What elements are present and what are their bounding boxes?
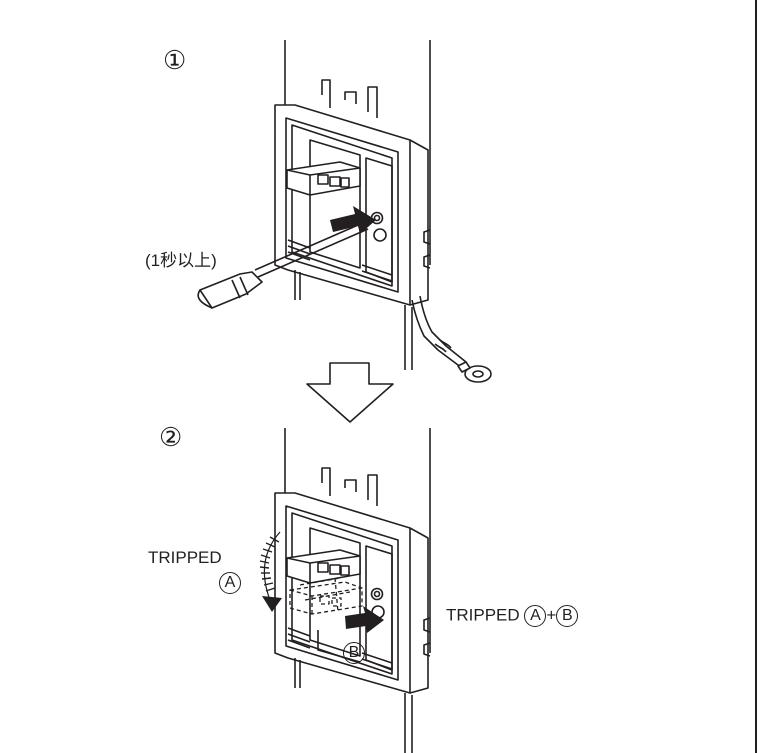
marker-b-icon: B [343,642,365,664]
down-arrow [306,362,394,423]
marker-b-lower: B [343,642,365,664]
tripped-ab-word: TRIPPED [446,605,520,625]
step-1-illustration [197,39,492,383]
tripped-a-label: TRIPPED [148,548,222,567]
marker-b-icon: B [556,605,579,627]
marker-a-icon: A [219,572,241,594]
tripped-ab-label: TRIPPED A+B [446,605,579,627]
duration-note: (1秒以上) [145,251,217,270]
step-1-marker: ① [163,45,187,75]
right-border-line [755,0,757,753]
step-2-marker: ② [159,422,183,452]
step-2-illustration [259,427,431,753]
plus-sign: + [546,605,557,625]
tripped-a-circle: A [219,572,241,594]
marker-a-icon: A [524,605,547,627]
